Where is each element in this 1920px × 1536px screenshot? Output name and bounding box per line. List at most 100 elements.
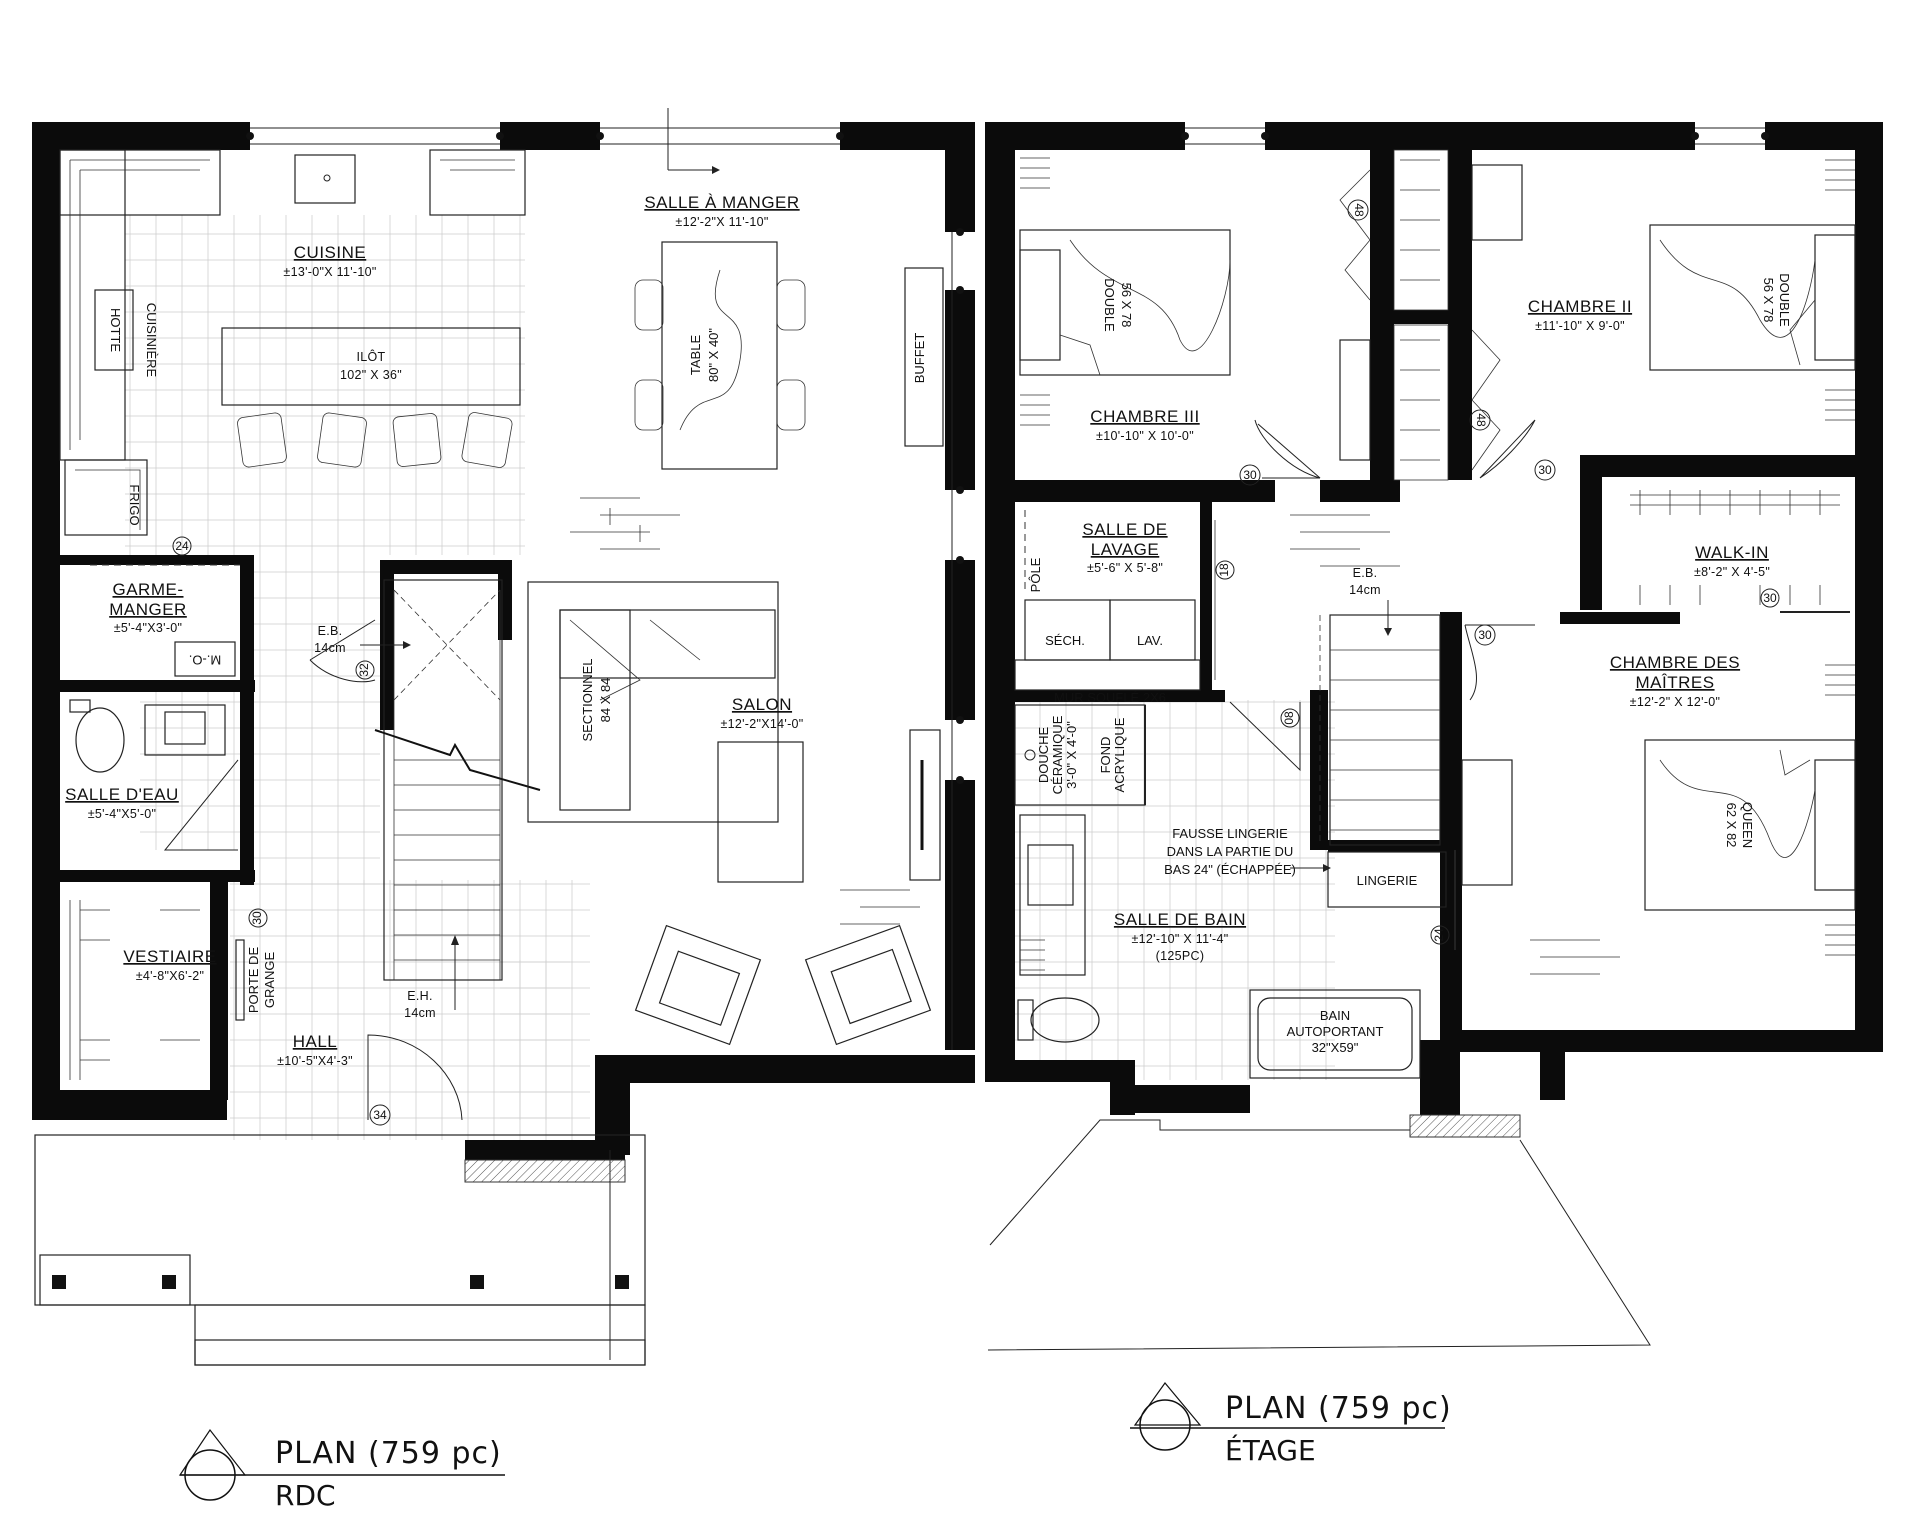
kitchen-name: CUISINE: [294, 243, 366, 262]
sectional-dim: 84 X 84: [598, 678, 613, 723]
upper-stair-treads: [1319, 615, 1440, 845]
master-bed-dim: 62 X 82: [1724, 803, 1739, 848]
closet-rod: [69, 900, 200, 1080]
door-size-48-a: 48: [1352, 203, 1366, 217]
laundry-dim: ±5'-6" X 5'-8": [1087, 561, 1163, 575]
upper-eb-dim: 14cm: [1349, 583, 1381, 597]
shower-label: DOUCHE: [1036, 727, 1051, 784]
stair-treads: [393, 589, 501, 980]
ground-floor-title-block: PLAN (759 pc) RDC: [178, 1428, 505, 1512]
ground-eh-dim: 14cm: [404, 1006, 436, 1020]
linen-note-2: DANS LA PARTIE DU: [1167, 844, 1294, 859]
master-name2: MAÎTRES: [1635, 673, 1714, 692]
armchairs: [634, 924, 932, 1046]
dining-chairs: [634, 279, 806, 431]
shower-base-label: FOND: [1098, 737, 1113, 774]
hall-name: HALL: [293, 1032, 338, 1051]
ground-eb-label: E.B.: [318, 624, 343, 638]
upper-floor-subtitle: ÉTAGE: [1225, 1433, 1316, 1467]
floor-texture: [570, 497, 920, 925]
island-name: ILÔT: [357, 349, 386, 364]
linen-note-1: FAUSSE LINGERIE: [1172, 826, 1288, 841]
door-size-08: 08: [1282, 711, 1296, 725]
door-size-30-ground: 30: [250, 911, 264, 925]
pole-label: PÔLE: [1028, 557, 1043, 592]
barn-door-label2: GRANGE: [262, 952, 277, 1009]
wall-note: MUR SOUFLÉ 2X6: [1054, 690, 1166, 705]
linen-label: LINGERIE: [1357, 873, 1418, 888]
tub-label-3: 32"X59": [1312, 1040, 1359, 1055]
bed2-blinds: [1825, 159, 1855, 421]
bath-name: SALLE DE BAIN: [1114, 910, 1246, 929]
bed3-name: CHAMBRE III: [1090, 407, 1199, 426]
pantry-name2: MANGER: [109, 600, 187, 619]
bed2-bed-label: DOUBLE: [1777, 273, 1792, 327]
closet-dim: ±4'-8"X6'-2": [136, 969, 205, 983]
master-name: CHAMBRE DES: [1610, 653, 1740, 672]
hall-dim: ±10'-5"X4'-3": [277, 1054, 353, 1068]
door-size-24-ground: 24: [175, 539, 189, 553]
shower-base-label2: ACRYLIQUE: [1112, 717, 1127, 792]
bed2-bed-dim: 56 X 78: [1761, 278, 1776, 323]
barn-door-label: PORTE DE: [246, 947, 261, 1014]
dining-dim: ±12'-2"X 11'-10": [675, 215, 768, 229]
shower-dim: 3'-0" X 4'-0": [1064, 721, 1079, 789]
bed2-name: CHAMBRE II: [1528, 297, 1632, 316]
table-label: TABLE: [688, 335, 703, 376]
ground-floor-plan: HOTTE CUISINIÈRE FRIGO ILÔT 102" X 36" C…: [32, 108, 975, 1512]
powder-name: SALLE D'EAU: [65, 785, 179, 804]
bed3-bed-label: DOUBLE: [1102, 278, 1117, 332]
walkin-name: WALK-IN: [1695, 543, 1769, 562]
laundry-name: SALLE DE: [1082, 520, 1167, 539]
linen-note-3: BAS 24" (ÉCHAPPÉE): [1164, 862, 1296, 877]
master-dim: ±12'-2" X 12'-0": [1630, 695, 1721, 709]
bath-towel-bars: [1020, 939, 1045, 971]
upper-closets: [1339, 149, 1501, 481]
table-dim: 80" X 40": [706, 328, 721, 382]
door-size-34-ground: 34: [373, 1108, 387, 1122]
door-size-30-bed3: 30: [1243, 468, 1257, 482]
master-bed-label: QUEEN: [1740, 802, 1755, 848]
powder-dim: ±5'-4"X5'-0": [88, 807, 157, 821]
dryer-label: SÉCH.: [1045, 633, 1085, 648]
bed2-dim: ±11'-10" X 9'-0": [1535, 319, 1625, 333]
tub-label-1: BAIN: [1320, 1008, 1350, 1023]
upper-floor-plan: DOUBLE 56 X 78 CHAMBRE III ±10'-10" X 10…: [985, 122, 1883, 1467]
door-size-32-ground: 32: [357, 663, 371, 677]
sectional-label: SECTIONNEL: [580, 658, 595, 741]
fridge-label: FRIGO: [127, 484, 142, 525]
range-label: CUISINIÈRE: [144, 303, 159, 378]
closet-name: VESTIAIRE: [123, 947, 216, 966]
pantry-dim: ±5'-4"X3'-0": [114, 621, 183, 635]
bed3-dim: ±10'-10" X 10'-0": [1096, 429, 1194, 443]
living-name: SALON: [732, 695, 792, 714]
door-size-24-upper: 24: [1432, 928, 1446, 942]
hall-floor-texture: [1290, 514, 1620, 975]
hood-label: HOTTE: [108, 308, 123, 352]
shower-label2: CÉRAMIQUE: [1050, 715, 1065, 794]
kitchen-dim: ±13'-0"X 11'-10": [283, 265, 376, 279]
buffet-label: BUFFET: [912, 333, 927, 384]
walkin-rods: [1630, 490, 1840, 605]
pantry-name: GARME-: [113, 580, 184, 599]
upper-floor-title: PLAN (759 pc): [1225, 1391, 1452, 1426]
dining-name: SALLE À MANGER: [644, 193, 799, 212]
door-size-18: 18: [1217, 563, 1231, 577]
tub-label-2: AUTOPORTANT: [1287, 1024, 1384, 1039]
walkin-dim: ±8'-2" X 4'-5": [1694, 565, 1770, 579]
door-size-48-b: 48: [1474, 413, 1488, 427]
living-dim: ±12'-2"X14'-0": [720, 717, 803, 731]
island-dim: 102" X 36": [340, 368, 402, 382]
bed3-bed-dim: 56 X 78: [1119, 283, 1134, 328]
door-size-30-master: 30: [1478, 628, 1492, 642]
bed3-blinds: [1020, 157, 1050, 426]
bar-stools: [237, 412, 513, 468]
ground-eh-label: E.H.: [407, 989, 433, 1003]
bath-dim: ±12'-10" X 11'-4": [1132, 932, 1229, 946]
bath-area: (125PC): [1156, 949, 1205, 963]
microwave-label: M.-O.: [189, 653, 222, 668]
master-blinds: [1825, 664, 1855, 956]
laundry-name2: LAVAGE: [1091, 540, 1160, 559]
door-size-30-bed2: 30: [1538, 463, 1552, 477]
washer-label: LAV.: [1137, 633, 1163, 648]
